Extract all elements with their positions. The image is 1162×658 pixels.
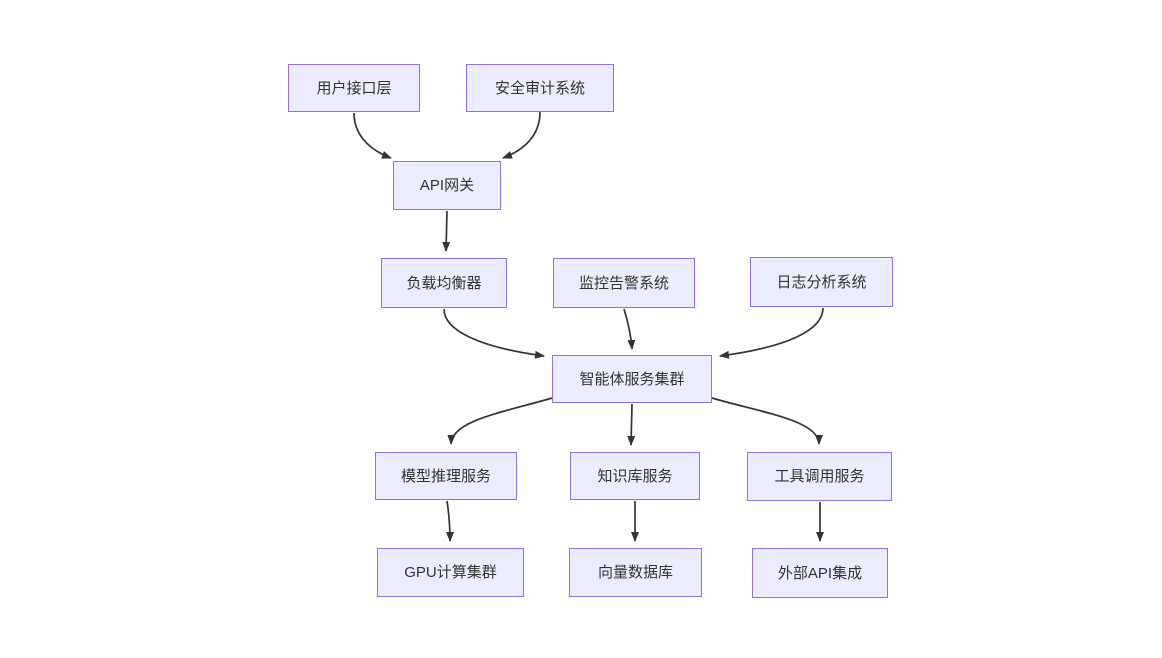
node-external-api-integration: 外部API集成: [752, 548, 888, 598]
node-api-gateway: API网关: [393, 161, 501, 210]
node-user-interface-layer: 用户接口层: [288, 64, 420, 112]
node-label: 工具调用服务: [774, 468, 865, 485]
node-label: 日志分析系统: [776, 273, 867, 291]
edge-user-interface-to-api-gateway: [353, 112, 392, 159]
node-vector-database: 向量数据库: [569, 548, 702, 597]
node-model-inference-service: 模型推理服务: [375, 452, 517, 500]
edge-model-inference-to-gpu-cluster: [445, 500, 454, 542]
node-label: 安全审计系统: [494, 79, 585, 97]
edge-api-gateway-to-load-balancer: [442, 210, 451, 252]
node-label: 知识库服务: [597, 467, 673, 485]
edge-agent-cluster-to-knowledge-base: [627, 403, 636, 446]
node-load-balancer: 负载均衡器: [381, 258, 507, 308]
edge-security-audit-to-api-gateway: [502, 111, 541, 159]
node-agent-service-cluster: 智能体服务集群: [552, 355, 712, 403]
node-label: API网关: [419, 177, 475, 194]
node-label: 负载均衡器: [406, 274, 482, 292]
node-knowledge-base-service: 知识库服务: [570, 452, 700, 500]
node-label: 智能体服务集群: [579, 370, 685, 388]
node-label: 用户接口层: [316, 79, 392, 97]
node-security-audit-system: 安全审计系统: [466, 64, 614, 112]
node-label: 外部API集成: [777, 564, 863, 582]
edge-load-balancer-to-agent-cluster: [443, 308, 545, 359]
node-gpu-compute-cluster: GPU计算集群: [377, 548, 524, 597]
edge-log-analysis-to-agent-cluster: [719, 307, 824, 359]
node-monitoring-alert-system: 监控告警系统: [553, 258, 695, 308]
node-log-analysis-system: 日志分析系统: [750, 257, 893, 307]
edge-agent-cluster-to-model-inference: [447, 397, 553, 445]
node-label: 模型推理服务: [400, 467, 491, 485]
node-label: 向量数据库: [597, 564, 673, 581]
edge-monitoring-to-agent-cluster: [623, 308, 636, 350]
node-tool-call-service: 工具调用服务: [747, 452, 892, 501]
node-label: GPU计算集群: [404, 564, 497, 581]
edge-agent-cluster-to-tool-call: [711, 397, 823, 445]
node-label: 监控告警系统: [578, 274, 669, 292]
